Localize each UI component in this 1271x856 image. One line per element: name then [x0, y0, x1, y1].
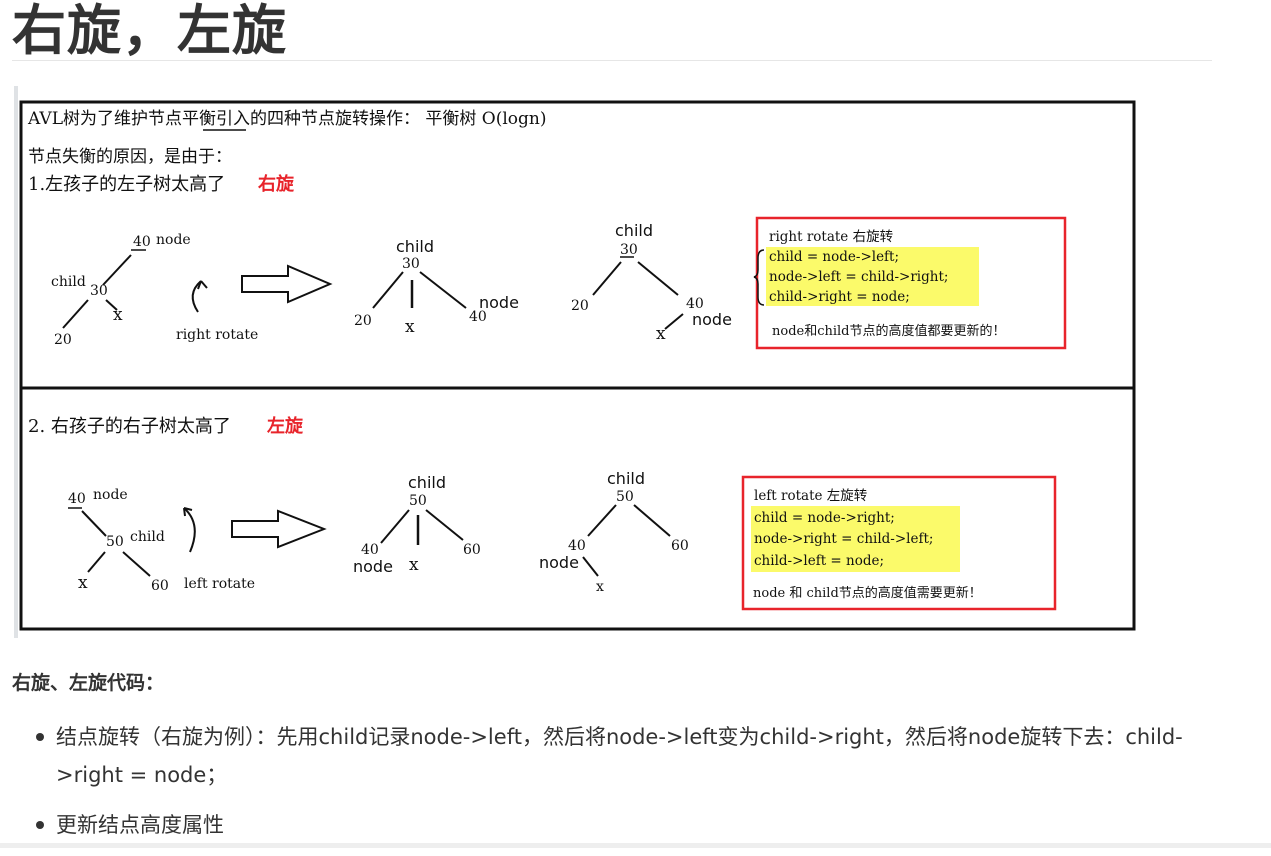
- case2-tag: 左旋: [267, 415, 304, 437]
- c1-mid-edge-right: [419, 271, 467, 309]
- c2-mid-edge-left: [380, 509, 410, 544]
- c1-after-right-val: 40: [686, 296, 704, 312]
- c1-before-child-val: 30: [90, 283, 108, 299]
- list-item-text: 结点旋转（右旋为例）：先用child记录node->left，然后将node->…: [56, 725, 1183, 787]
- c1-code-highlight: [766, 247, 979, 306]
- c1-mid-top-val: 30: [402, 256, 420, 272]
- blockquote-bar: [14, 86, 18, 638]
- c2-after-edge-left: [587, 504, 617, 537]
- c2-before-edge-child-x: [87, 551, 106, 573]
- c1-before-node-label: node: [156, 232, 191, 248]
- list-item: 更新结点高度属性: [32, 806, 1222, 844]
- c1-mid-node-label: node: [479, 293, 519, 312]
- c2-before-edge-node-child: [81, 510, 107, 537]
- c1-rotate-label: right rotate: [176, 327, 258, 343]
- c2-code-line-3: child->left = node;: [754, 553, 884, 569]
- c1-code-line-3: child->right = node;: [769, 289, 910, 305]
- c1-after-edge-right-x: [664, 313, 684, 330]
- c1-after-top-val: 30: [620, 242, 638, 258]
- c1-rotate-arc-icon: [191, 280, 202, 313]
- diagram-frame: [19, 100, 1136, 631]
- title-divider: [12, 60, 1212, 61]
- c2-after-node-label: node: [539, 553, 579, 572]
- c2-code-box: [741, 475, 1057, 611]
- c1-after-child-label: child: [615, 221, 653, 240]
- c1-mid-right-val: 40: [469, 309, 487, 325]
- c2-before-child-label: child: [130, 529, 165, 545]
- c2-before-node-label: node: [93, 487, 128, 503]
- c1-code-line-1: child = node->left;: [769, 249, 899, 265]
- c1-after-edge-right: [637, 261, 679, 296]
- c2-after-top-val: 50: [616, 489, 634, 505]
- c2-code-line-2: node->right = child->left;: [754, 531, 933, 547]
- c1-mid-child-label: child: [396, 237, 434, 256]
- list-item-text: 更新结点高度属性: [56, 813, 224, 837]
- c2-code-line-1: child = node->right;: [754, 510, 895, 526]
- c1-mid-x: x: [405, 317, 415, 337]
- c2-mid-left-val: 40: [361, 542, 379, 558]
- c2-before-x: x: [78, 573, 88, 593]
- bullet-list: 结点旋转（右旋为例）：先用child记录node->left，然后将node->…: [32, 718, 1222, 856]
- c1-after-x: x: [656, 324, 666, 344]
- bottom-divider: [0, 843, 1271, 848]
- rotation-diagram: AVL树为了维护节点平衡引入的四种节点旋转操作： 平衡树 O(logn) 节点失…: [18, 100, 1166, 636]
- c2-code-highlight: [751, 506, 960, 572]
- c2-rotate-arc-icon: [183, 507, 196, 553]
- c2-after-x: x: [596, 579, 604, 595]
- c1-after-node-label: node: [692, 310, 732, 329]
- c2-mid-x: x: [409, 555, 419, 575]
- c2-mid-child-label: child: [408, 473, 446, 492]
- c2-big-arrow-icon: [231, 509, 327, 549]
- page-title: 右旋，左旋: [12, 0, 287, 62]
- c2-before-child-val: 50: [106, 534, 124, 550]
- c1-big-arrow-icon: [241, 264, 333, 304]
- c1-before-x: x: [113, 305, 123, 325]
- c1-before-child-label: child: [51, 274, 86, 290]
- cause-line: 节点失衡的原因，是由于：: [28, 147, 232, 167]
- case2-label: 2. 右孩子的右子树太高了: [28, 416, 231, 437]
- c2-mid-top-val: 50: [409, 493, 427, 509]
- c1-code-title: right rotate 右旋转: [769, 229, 893, 245]
- c1-before-node-val: 40: [133, 234, 151, 250]
- case1-tag: 右旋: [258, 173, 295, 195]
- c2-after-child-label: child: [607, 469, 645, 488]
- c2-after-edge-left-x: [582, 556, 599, 577]
- c1-code-line-2: node->left = child->right;: [769, 269, 948, 285]
- c2-code-note: node 和 child节点的高度值需要更新！: [753, 585, 982, 601]
- c1-code-box: [755, 216, 1067, 350]
- c2-after-right-val: 60: [671, 538, 689, 554]
- c1-before-edge-child-x: [105, 299, 118, 311]
- intro-line: AVL树为了维护节点平衡引入的四种节点旋转操作： 平衡树 O(logn): [27, 109, 547, 129]
- c1-code-note: node和child节点的高度值都要更新的！: [772, 323, 1006, 339]
- c1-after-edge-left: [592, 261, 622, 296]
- c1-code-brace: [753, 249, 765, 306]
- case1-label: 1.左孩子的左子树太高了: [28, 174, 225, 195]
- c1-before-edge-child-left: [62, 299, 89, 329]
- c2-before-edge-child-right: [122, 551, 151, 577]
- section-heading: 右旋、左旋代码：: [12, 672, 165, 694]
- c1-mid-edge-left: [372, 271, 404, 309]
- c1-mid-left-val: 20: [354, 313, 372, 329]
- bullet-dot-icon: [36, 733, 44, 741]
- c2-after-edge-right: [633, 504, 671, 537]
- c2-mid-right-val: 60: [463, 542, 481, 558]
- c2-after-left-val: 40: [568, 538, 586, 554]
- c2-before-node-val: 40: [68, 491, 86, 507]
- c2-before-right-val: 60: [151, 578, 169, 594]
- c1-before-edge-node-child: [102, 254, 132, 286]
- c2-mid-edge-right: [425, 509, 464, 541]
- c2-mid-node-label: node: [353, 557, 393, 576]
- c1-before-left-val: 20: [54, 332, 72, 348]
- c2-code-title: left rotate 左旋转: [754, 488, 867, 504]
- c1-after-left-val: 20: [571, 298, 589, 314]
- c2-rotate-label: left rotate: [184, 576, 255, 592]
- list-item: 结点旋转（右旋为例）：先用child记录node->left，然后将node->…: [32, 718, 1222, 794]
- bullet-dot-icon: [36, 821, 44, 829]
